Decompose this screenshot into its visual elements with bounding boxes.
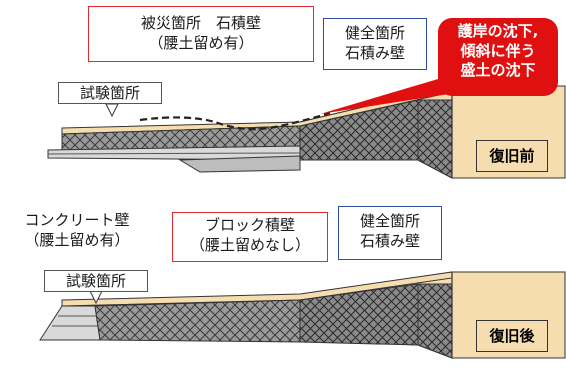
callout-line3: 盛土の沈下 xyxy=(460,61,536,79)
block-wall-line1: ブロック積壁 xyxy=(204,216,295,234)
test-site-tag-top-text: 試験箇所 xyxy=(79,84,140,102)
callout-line1: 護岸の沈下, xyxy=(457,22,539,40)
concrete-wall-label: コンクリート壁 （腰土留め有） xyxy=(2,210,152,260)
test-site-tag-top: 試験箇所 xyxy=(58,82,162,104)
test-site-tag-bottom-text: 試験箇所 xyxy=(65,272,126,290)
stage-after: 復旧後 xyxy=(476,320,548,352)
block-wall-line2: （腰土留めなし） xyxy=(189,236,310,255)
damaged-site-line1: 被災箇所 石積壁 xyxy=(140,14,261,32)
sound-site-bottom-line2: 石積み壁 xyxy=(359,232,420,251)
block-wall xyxy=(94,299,301,343)
sound-site-top-line1: 健全箇所 xyxy=(344,24,405,42)
callout-line2: 傾斜に伴う xyxy=(460,41,536,60)
damaged-site-line2: （腰土留め有） xyxy=(148,34,254,53)
top-toe-slab xyxy=(178,155,301,173)
top-section xyxy=(47,85,566,179)
settlement-callout: 護岸の沈下, 傾斜に伴う 盛土の沈下 xyxy=(438,18,558,96)
sound-site-bottom-line1: 健全箇所 xyxy=(359,212,420,230)
settlement-line xyxy=(139,111,331,131)
stage-before: 復旧前 xyxy=(476,140,548,172)
block-wall-label: ブロック積壁 （腰土留めなし） xyxy=(172,212,328,262)
concrete-wall-line1: コンクリート壁 xyxy=(24,211,130,229)
sound-site-label-top: 健全箇所 石積み壁 xyxy=(323,18,427,70)
test-site-tag-bottom: 試験箇所 xyxy=(44,270,148,292)
sound-stone-wall-top xyxy=(299,99,453,179)
callout-pointer xyxy=(320,74,462,114)
top-test-tag-pointer xyxy=(105,103,119,118)
concrete-wall xyxy=(39,305,101,341)
concrete-wall-line2: （腰土留め有） xyxy=(24,231,130,250)
sound-site-label-bottom: 健全箇所 石積み壁 xyxy=(338,206,442,260)
sound-site-top-line2: 石積み壁 xyxy=(344,44,405,63)
damaged-site-label: 被災箇所 石積壁 （腰土留め有） xyxy=(88,6,314,62)
